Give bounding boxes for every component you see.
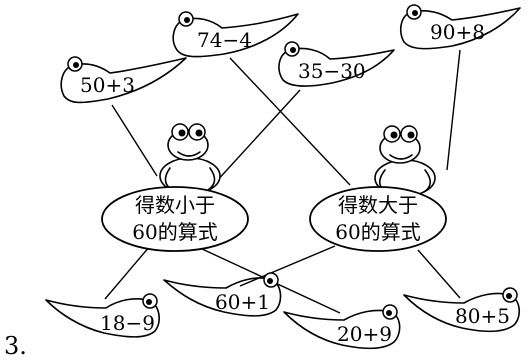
tadpole-80-plus-5: 80+5 [403,287,520,333]
tadpole-body [399,7,521,50]
oval-greater-than-60: 得数大于 60的算式 [309,186,447,252]
line-right-to-80plus5 [417,249,461,299]
frog-mouth [389,154,413,160]
oval-line-2: 60的算式 [132,220,217,244]
pupil-icon [386,310,392,316]
line-90plus8-to-right [446,49,461,171]
tadpole-body [283,309,401,350]
expr-74-minus-4: 74−4 [197,28,252,52]
pupil-icon [195,129,203,137]
tadpole-body [172,13,299,58]
line-right-to-60plus1 [239,245,336,287]
oval-shape [101,186,249,252]
frog-right [374,125,436,197]
expr-80-plus-5: 80+5 [455,304,510,328]
expr-35-minus-30: 35−30 [298,59,366,83]
tadpole-60-plus-1: 60+1 [163,272,282,317]
pupil-icon [407,131,415,139]
frog-mouth [177,151,201,157]
line-50plus3-to-left [111,104,158,177]
pupil-icon [146,299,152,305]
pupil-icon [412,10,418,16]
expr-90-plus-8: 90+8 [430,20,485,44]
pupil-icon [390,131,398,139]
pupil-icon [506,293,512,299]
oval-less-than-60: 得数小于 60的算式 [101,186,249,252]
tadpole-90-plus-8: 90+8 [399,4,521,50]
line-74minus4-to-right [229,57,351,186]
tadpole-body [45,298,160,338]
oval-line-2: 60的算式 [335,220,420,244]
tadpole-body [278,47,395,87]
pupil-icon [267,278,273,284]
pupil-icon [73,62,79,68]
tadpole-74-minus-4: 74−4 [172,11,299,58]
tadpole-35-minus-30: 35−30 [278,41,395,87]
pupil-icon [178,129,186,137]
problem-number: 3. [4,332,27,360]
expr-20-plus-9: 20+9 [337,322,392,346]
tadpole-body [163,277,282,317]
pupil-icon [184,17,190,23]
expr-50-plus-3: 50+3 [80,73,135,97]
pupil-icon [290,47,296,53]
tadpole-20-plus-9: 20+9 [283,304,401,350]
tadpole-18-minus-9: 18−9 [45,293,160,338]
oval-line-1: 得数小于 [135,193,215,217]
oval-shape [309,186,447,252]
tadpole-body [403,292,520,333]
expr-60-plus-1: 60+1 [215,290,270,314]
frog-leg [423,169,432,193]
expr-18-minus-9: 18−9 [100,311,155,335]
oval-line-1: 得数大于 [338,193,418,217]
tadpole-body [60,57,187,104]
line-35minus30-to-left [214,89,301,184]
frog-leg [207,167,216,191]
tadpole-50-plus-3: 50+3 [60,56,187,104]
frog-left [159,123,221,195]
line-left-to-18minus9 [104,245,151,300]
